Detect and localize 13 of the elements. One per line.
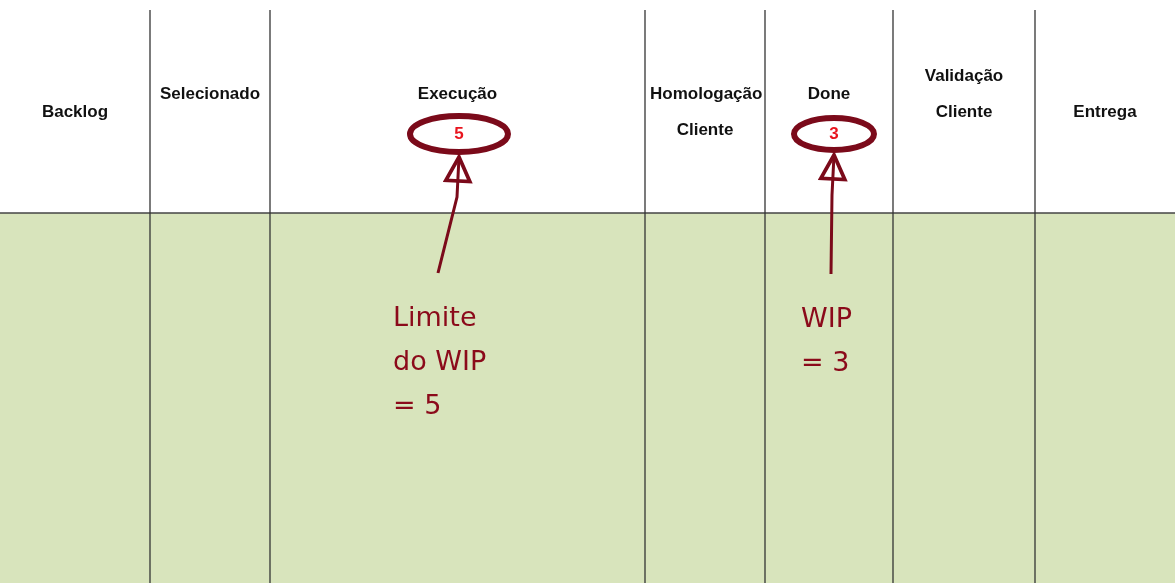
- handwritten-note: WIP = 3: [801, 296, 861, 384]
- handwritten-note: Limite do WIP = 5: [393, 295, 503, 427]
- wip-limit-ellipse: 3: [791, 115, 877, 153]
- column-header: Backlog: [40, 101, 110, 123]
- arrow: [436, 155, 472, 274]
- column-header: Selecionado: [158, 83, 262, 105]
- column-header: Entrega: [1072, 101, 1138, 123]
- column-header: Done: [806, 83, 852, 105]
- column-header: Execução: [416, 83, 499, 105]
- column-header: Homologação Cliente: [650, 83, 760, 141]
- column-header: Validação Cliente: [923, 65, 1005, 123]
- arrow: [818, 153, 847, 275]
- wip-limit-ellipse: 5: [407, 113, 511, 155]
